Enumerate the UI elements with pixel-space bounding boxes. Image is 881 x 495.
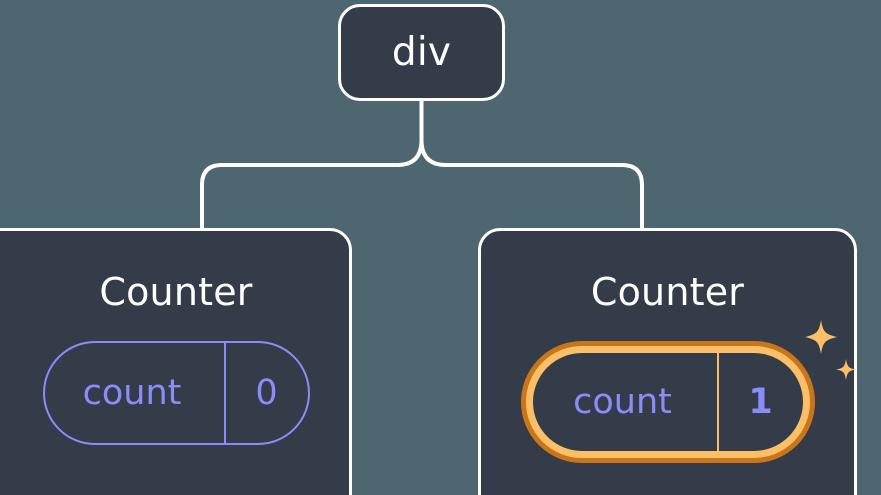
node-counter-left[interactable]: Counter count 0 (0, 228, 352, 495)
state-value-left: 0 (223, 343, 308, 443)
node-div-label: div (391, 30, 452, 75)
state-pill-right-inner-ring: count 1 (525, 346, 810, 458)
state-pill-left[interactable]: count 0 (42, 341, 310, 445)
state-key-left: count (82, 372, 182, 413)
node-div[interactable]: div (338, 4, 505, 101)
state-key-right: count (573, 381, 672, 422)
node-counter-left-title: Counter (99, 270, 253, 314)
node-counter-right-title: Counter (590, 270, 745, 314)
state-pill-wrap-right: count 1 (481, 341, 854, 463)
node-counter-right[interactable]: Counter count 1 (478, 228, 857, 495)
state-value-right: 1 (716, 353, 803, 451)
state-pill-right-highlighted[interactable]: count 1 (520, 341, 815, 463)
state-pill-wrap-left: count 0 (0, 341, 349, 445)
